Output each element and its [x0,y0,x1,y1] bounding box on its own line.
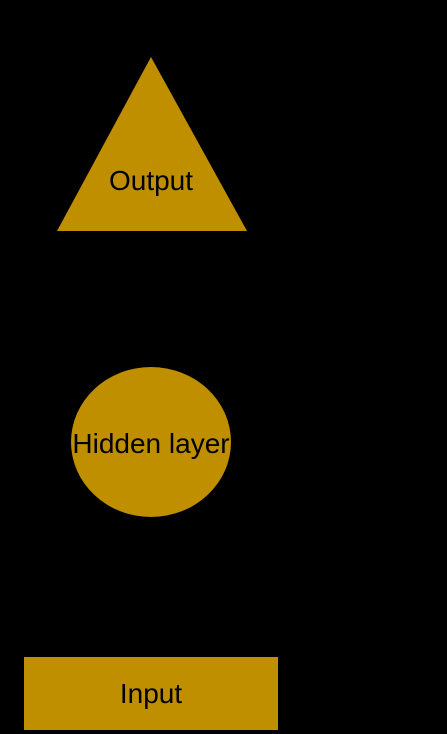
input-label: Input [120,678,182,709]
output-node: Output [57,57,247,231]
hidden-layer-ellipse-shape [71,367,231,517]
hidden-layer-node: Hidden layer [71,367,231,517]
output-triangle-shape [57,57,247,231]
output-label: Output [109,165,193,196]
input-rectangle-shape [24,657,278,730]
input-node: Input [24,657,278,730]
hidden-layer-label: Hidden layer [72,428,229,459]
